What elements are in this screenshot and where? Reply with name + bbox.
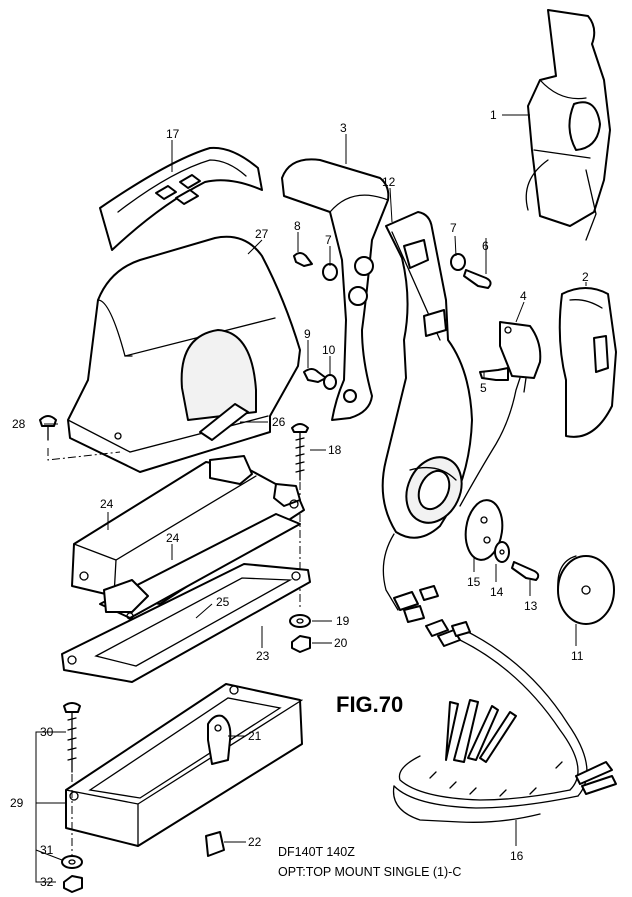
callout-5: 5 [480, 381, 487, 395]
part-21-clamp [207, 714, 232, 765]
part-23-gasket [61, 563, 311, 683]
part-4-switch [459, 321, 542, 507]
part-24-bracket-lower [99, 513, 301, 620]
callout-6: 6 [482, 239, 489, 253]
callout-7-left: 7 [325, 233, 332, 247]
part-14-washer [494, 541, 510, 563]
part-8-screw [293, 252, 313, 267]
callout-3: 3 [340, 121, 347, 135]
callout-7-right: 7 [450, 221, 457, 235]
callout-1: 1 [490, 108, 497, 122]
callout-23: 23 [256, 649, 270, 663]
callout-27: 27 [255, 227, 269, 241]
part-13-screw [511, 561, 540, 581]
callout-2: 2 [582, 270, 589, 284]
callout-28: 28 [12, 417, 26, 431]
callout-22: 22 [248, 835, 262, 849]
callout-20: 20 [334, 636, 348, 650]
part-10-washer [323, 374, 337, 390]
part-17-top-cap [99, 146, 263, 251]
caption-option: OPT:TOP MOUNT SINGLE (1)-C [278, 865, 461, 879]
leader-lines [35, 114, 587, 883]
part-22-clip [205, 831, 225, 857]
part-30-bolt [63, 702, 81, 860]
callout-9: 9 [304, 327, 311, 341]
callout-18: 18 [328, 443, 342, 457]
callout-24-upper: 24 [100, 497, 114, 511]
callout-25: 25 [216, 595, 230, 609]
figure-title: FIG.70 [336, 692, 403, 717]
caption-model: DF140T 140Z [278, 845, 355, 859]
part-31-washer [61, 855, 83, 869]
part-12-control-lever [381, 211, 473, 539]
callout-15: 15 [467, 575, 481, 589]
part-1-assembled-unit [525, 9, 611, 241]
part-20-nut [291, 635, 311, 653]
part-24-bracket-upper [71, 455, 305, 605]
part-2-side-cover [558, 287, 617, 438]
part-7-washer-right [450, 253, 466, 271]
part-9-bolt [303, 368, 327, 383]
callout-11: 11 [571, 649, 584, 663]
part-3-handle-arm [281, 158, 390, 421]
part-28-screw [39, 415, 57, 441]
callout-26: 26 [272, 415, 286, 429]
callout-21: 21 [248, 729, 262, 743]
callout-12: 12 [382, 175, 396, 189]
part-27-body-cover [47, 235, 301, 473]
callout-10: 10 [322, 343, 336, 357]
callout-32: 32 [40, 875, 54, 889]
callout-14: 14 [490, 585, 504, 599]
callout-labels: 17 27 3 12 1 2 4 6 7 7 8 9 10 5 26 18 28… [10, 108, 589, 889]
part-32-nut [63, 875, 83, 893]
callout-4: 4 [520, 289, 527, 303]
callout-13: 13 [524, 599, 538, 613]
part-7-washer-left [322, 263, 338, 281]
part-19-washer [289, 614, 311, 628]
part-16-wire-harness [382, 533, 617, 823]
callout-8: 8 [294, 219, 301, 233]
part-6-screw [463, 269, 492, 289]
callout-30: 30 [40, 725, 54, 739]
callout-31: 31 [40, 843, 54, 857]
part-29-base-frame [65, 683, 303, 847]
part-15-plate [464, 499, 504, 561]
part-5-screw [479, 367, 509, 381]
callout-29: 29 [10, 796, 24, 810]
callout-19: 19 [336, 614, 350, 628]
callout-16: 16 [510, 849, 524, 863]
part-11-round-cap [557, 555, 615, 625]
callout-17: 17 [166, 127, 180, 141]
callout-24-lower: 24 [166, 531, 180, 545]
